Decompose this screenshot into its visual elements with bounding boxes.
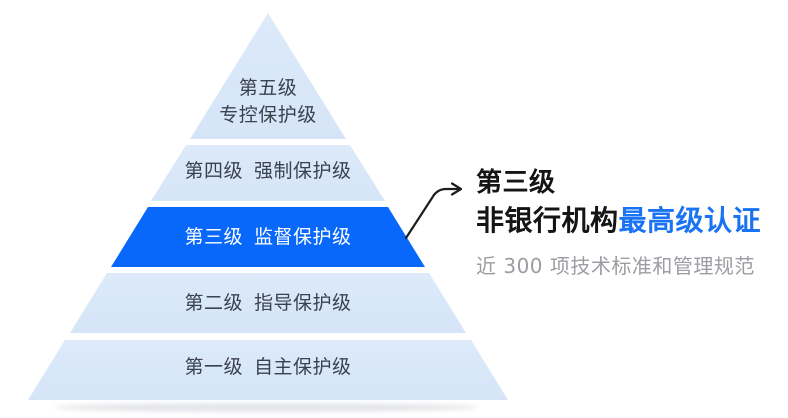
level-2-number: 第二级	[184, 292, 243, 314]
level-3-number: 第三级	[184, 226, 243, 248]
pyramid-level-5-shape	[190, 13, 346, 139]
pyramid-label-level-4: 第四级强制保护级	[184, 160, 351, 182]
level-1-number: 第一级	[184, 356, 243, 378]
pyramid-level-3-shape-highlighted	[111, 207, 425, 267]
level-3-name: 监督保护级	[254, 226, 352, 248]
pyramid-level-2-shape	[70, 273, 466, 333]
arrow-head-icon	[450, 182, 463, 196]
annotation-subtitle: 近 300 项技术标准和管理规范	[476, 254, 755, 278]
level-5-number: 第五级	[238, 77, 298, 99]
level-2-name: 指导保护级	[254, 292, 352, 314]
annotation-title-accent-part: 最高级认证	[618, 204, 762, 237]
pyramid-label-level-2: 第二级指导保护级	[184, 292, 351, 314]
pyramid-label-level-5: 第五级 专控保护级	[219, 75, 317, 129]
pyramid-base-shadow	[54, 403, 478, 412]
level-4-number: 第四级	[184, 160, 243, 182]
pyramid-level-4-shape	[151, 145, 385, 201]
level-5-name: 专控保护级	[219, 104, 317, 126]
pyramid-level-1-shape	[28, 340, 508, 400]
pyramid-label-level-1: 第一级自主保护级	[184, 356, 351, 378]
annotation-title-black-part: 非银行机构	[476, 204, 619, 237]
annotation-title-line1: 第三级	[476, 168, 556, 198]
annotation-title-line2: 非银行机构最高级认证	[476, 203, 761, 239]
pyramid-label-level-3-highlighted: 第三级监督保护级	[184, 226, 351, 248]
level-1-name: 自主保护级	[254, 356, 352, 378]
level-4-name: 强制保护级	[254, 160, 352, 182]
arrow-connector	[404, 182, 463, 240]
